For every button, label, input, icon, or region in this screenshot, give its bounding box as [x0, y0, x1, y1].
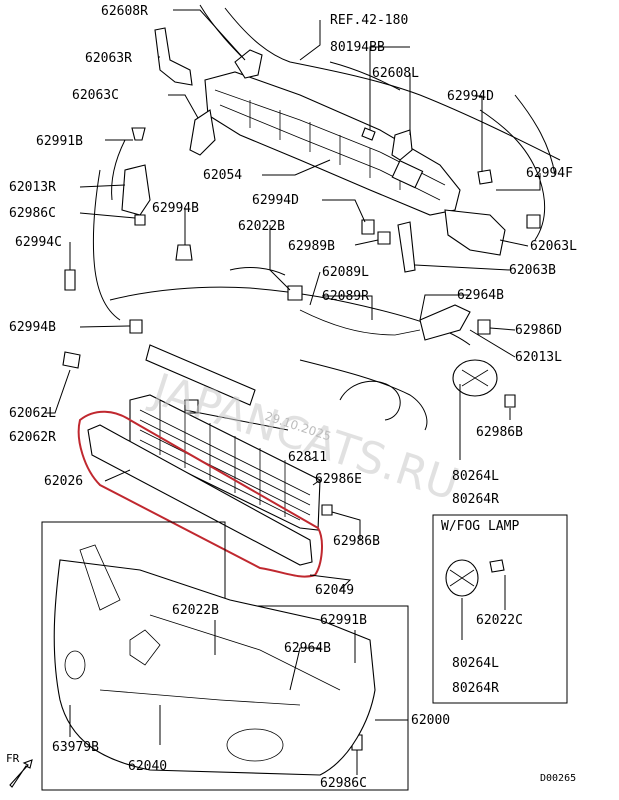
label-fr: FR — [6, 752, 20, 765]
label-62994D-top: 62994D — [447, 89, 494, 104]
label-62062R: 62062R — [9, 430, 56, 445]
label-62063R: 62063R — [85, 51, 132, 66]
label-62989B: 62989B — [288, 239, 335, 254]
label-62608L: 62608L — [372, 66, 419, 81]
highlight-outline — [77, 410, 323, 578]
lower-section-box — [41, 521, 409, 791]
label-62000: 62000 — [411, 713, 450, 728]
label-62608R: 62608R — [101, 4, 148, 19]
label-62049: 62049 — [315, 583, 354, 598]
moulding-62089 — [299, 309, 421, 336]
bracket-62063R — [154, 27, 193, 86]
label-ref: REF.42-180 — [330, 13, 408, 28]
label-62991B-lower: 62991B — [320, 613, 367, 628]
bracket-62013L — [419, 304, 471, 341]
fog-lamp-cap — [445, 559, 505, 597]
label-62986B-right: 62986B — [476, 425, 523, 440]
label-62013L: 62013L — [515, 350, 562, 365]
bracket-62013R — [121, 164, 151, 216]
label-62986C-left: 62986C — [9, 206, 56, 221]
plate-bracket — [145, 344, 256, 406]
label-80264R-upper: 80264R — [452, 492, 499, 507]
label-80264L-upper: 80264L — [452, 469, 499, 484]
label-fog-box-title: W/FOG LAMP — [441, 519, 519, 534]
bumper-reinforcement-62054 — [204, 71, 461, 216]
label-62994B-upper: 62994B — [152, 201, 199, 216]
label-62089L: 62089L — [322, 265, 369, 280]
label-62063C: 62063C — [72, 88, 119, 103]
label-62063B: 62063B — [509, 263, 556, 278]
label-62062L: 62062L — [9, 406, 56, 421]
part-labels: 62608R REF.42-180 80194BB 62063R 62608L … — [6, 4, 577, 791]
label-62994F: 62994F — [526, 166, 573, 181]
bracket-62608L — [391, 129, 413, 161]
label-62054: 62054 — [203, 168, 242, 183]
bracket-62063C — [189, 109, 216, 156]
label-62964B-upper: 62964B — [457, 288, 504, 303]
label-62022B-upper: 62022B — [238, 219, 285, 234]
label-62022C: 62022C — [476, 613, 523, 628]
leader-lines — [45, 9, 541, 775]
label-62022B-lower: 62022B — [172, 603, 219, 618]
bracket-62063L — [444, 209, 506, 256]
fog-lamp-box — [432, 514, 568, 704]
label-62994B-lower: 62994B — [9, 320, 56, 335]
bracket-62063B — [397, 221, 416, 273]
label-63979B: 63979B — [52, 740, 99, 755]
label-62994D-mid: 62994D — [252, 193, 299, 208]
label-80264R-fog: 80264R — [452, 681, 499, 696]
grille-frame-62026 — [87, 424, 313, 566]
label-62986D: 62986D — [515, 323, 562, 338]
label-62986E: 62986E — [315, 472, 362, 487]
bumper-face-62000 — [53, 544, 376, 776]
label-62994C: 62994C — [15, 235, 62, 250]
label-80194BB: 80194BB — [330, 40, 385, 55]
label-62811: 62811 — [288, 450, 327, 465]
fog-lamp-cover — [452, 359, 498, 397]
label-62063L: 62063L — [530, 239, 577, 254]
label-62040: 62040 — [128, 759, 167, 774]
label-62026: 62026 — [44, 474, 83, 489]
label-page-code: D00265 — [540, 773, 576, 784]
label-62986B-mid: 62986B — [333, 534, 380, 549]
fr-arrow — [9, 759, 33, 788]
label-62986C-bottom: 62986C — [320, 776, 367, 791]
label-80264L-fog: 80264L — [452, 656, 499, 671]
vehicle-body-outline — [92, 4, 561, 431]
label-62964B-lower: 62964B — [284, 641, 331, 656]
label-62991B-top: 62991B — [36, 134, 83, 149]
label-62089R: 62089R — [322, 289, 369, 304]
label-62013R: 62013R — [9, 180, 56, 195]
